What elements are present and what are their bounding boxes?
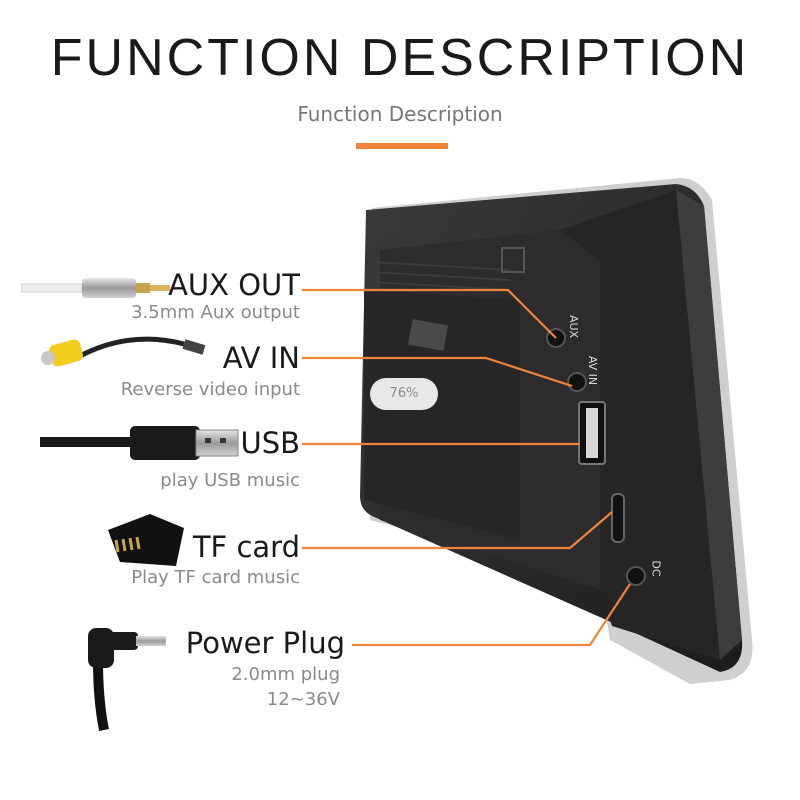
feature-desc-power-plug-size: 2.0mm plug — [231, 664, 340, 685]
page-subtitle: Function Description — [297, 102, 503, 126]
feature-label-power-plug: Power Plug — [185, 626, 345, 660]
feature-desc-usb: play USB music — [160, 470, 300, 491]
device-label-av-in: AV IN — [586, 355, 600, 386]
feature-label-av-in: AV IN — [222, 341, 300, 375]
feature-desc-power-plug-voltage: 12~36V — [266, 689, 340, 710]
tf-slot — [611, 493, 625, 543]
callout-aux — [302, 288, 557, 339]
dc-plug-icon — [88, 628, 166, 731]
page-title: FUNCTION DESCRIPTION — [50, 29, 750, 87]
feature-label-aux-out: AUX OUT — [168, 268, 300, 302]
usb-cable-icon — [40, 426, 239, 460]
av-in-port — [567, 372, 587, 392]
usb-port-insert — [586, 408, 598, 458]
callout-dc — [352, 583, 631, 647]
feature-label-usb: USB — [240, 426, 300, 460]
device-label-aux: AUX — [567, 314, 581, 339]
tf-card-icon — [108, 514, 184, 566]
dc-port — [626, 566, 646, 586]
callout-av — [302, 356, 573, 388]
feature-desc-av-in: Reverse video input — [120, 379, 300, 400]
callout-lines — [302, 288, 631, 647]
rca-cable-icon — [41, 336, 206, 367]
device-label-dc: DC — [649, 560, 663, 577]
feature-desc-tf-card: Play TF card music — [131, 567, 300, 588]
feature-desc-aux-out: 3.5mm Aux output — [131, 302, 300, 323]
callout-tf — [302, 511, 613, 550]
aux-cable-icon — [21, 278, 170, 298]
feature-label-tf-card: TF card — [192, 530, 300, 564]
zoom-badge: 76% — [370, 378, 438, 410]
title-underline — [356, 143, 448, 149]
monitor-body — [360, 178, 753, 684]
